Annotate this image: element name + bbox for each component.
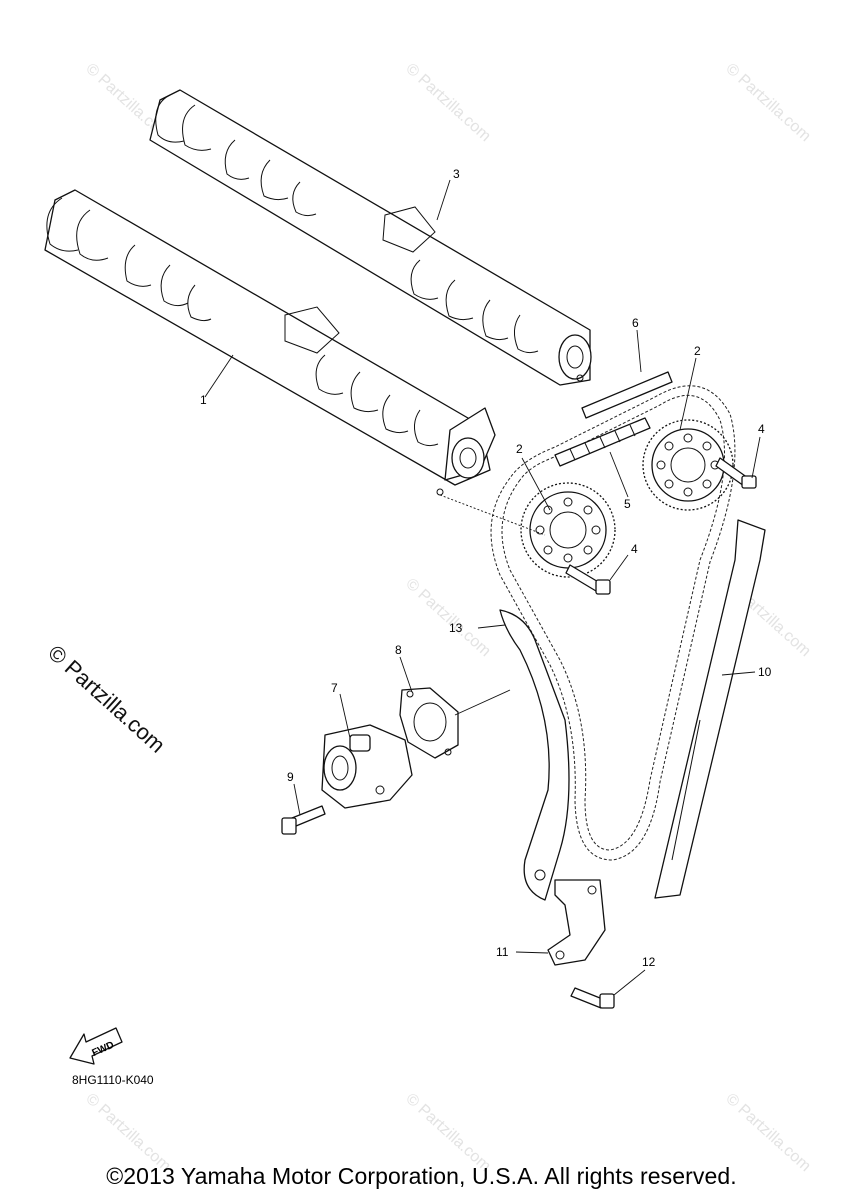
- watermark: © Partzilla.com: [402, 575, 493, 660]
- callout-13: 13: [449, 621, 463, 635]
- callout-12: 12: [642, 955, 656, 969]
- chain-guide-10: [654, 519, 766, 899]
- cam-chain-tensioner-7: [321, 724, 413, 809]
- callout-7: 7: [331, 681, 338, 695]
- fwd-arrow-icon: FWD: [69, 1027, 123, 1065]
- leader-lines: [204, 179, 761, 996]
- bolt-4b: [565, 564, 611, 595]
- bolt-9: [281, 805, 326, 835]
- callout-5: 5: [624, 497, 631, 511]
- bracket-11: [547, 879, 606, 966]
- tensioner-guide-13: [499, 609, 570, 901]
- callout-9: 9: [287, 770, 294, 784]
- callout-2a: 2: [516, 442, 523, 456]
- camshaft-1: [44, 189, 496, 496]
- diagram-code: 8HG1110-K040: [72, 1073, 154, 1087]
- callout-1: 1: [200, 393, 207, 407]
- chain-guide-6: [581, 371, 673, 419]
- callout-4a: 4: [758, 422, 765, 436]
- watermark: © Partzilla.com: [722, 60, 813, 145]
- callout-8: 8: [395, 643, 402, 657]
- callout-6: 6: [632, 316, 639, 330]
- callout-2b: 2: [694, 344, 701, 358]
- sprocket-right: [642, 419, 734, 511]
- callout-4b: 4: [631, 542, 638, 556]
- copyright-notice: ©2013 Yamaha Motor Corporation, U.S.A. A…: [106, 1163, 737, 1189]
- watermark-layer: © Partzilla.com © Partzilla.com © Partzi…: [82, 60, 813, 1175]
- callout-10: 10: [758, 665, 772, 679]
- gasket-8: [399, 687, 459, 759]
- watermark: © Partzilla.com: [402, 60, 493, 145]
- timing-chain-loop: [490, 385, 736, 861]
- sprocket-left: [520, 482, 616, 578]
- bolt-4a: [715, 457, 757, 489]
- camshaft-3: [149, 89, 592, 386]
- callout-labels: 1 2 2 3 4 4 5 6 7 8 9 10 11 12 13: [200, 167, 772, 969]
- bolt-12: [570, 987, 615, 1009]
- callout-3: 3: [453, 167, 460, 181]
- chain-segment: [554, 417, 651, 467]
- callout-11: 11: [496, 945, 509, 959]
